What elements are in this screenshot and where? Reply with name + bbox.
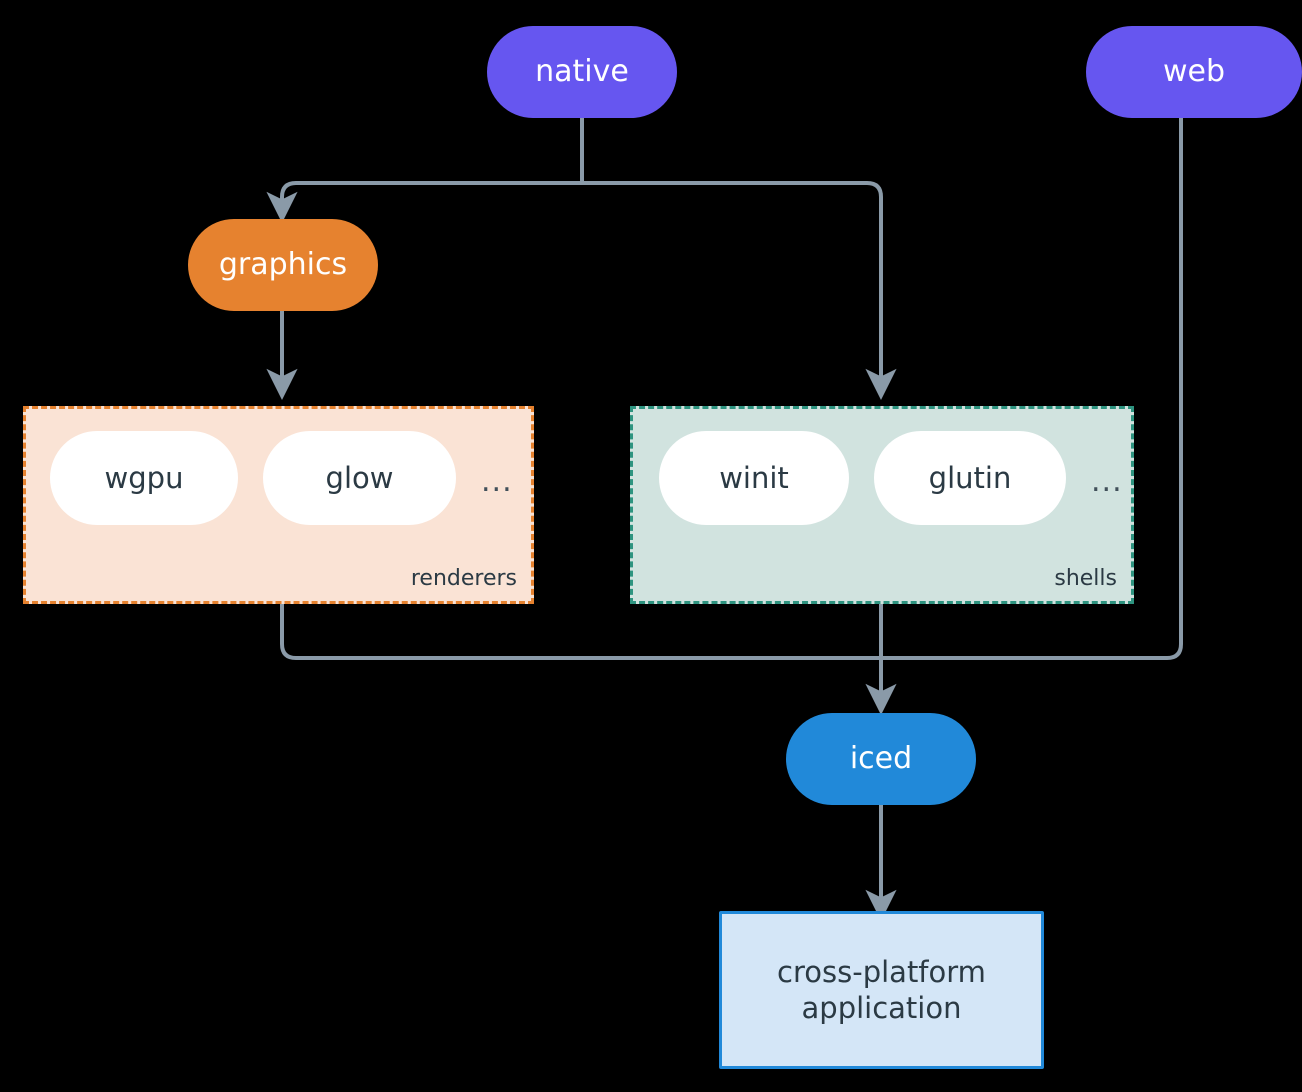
shell-item-winit-label: winit: [719, 461, 789, 495]
renderer-item-glow[interactable]: glow: [263, 431, 456, 525]
edge-native-to-graphics: [266, 181, 582, 224]
node-graphics[interactable]: graphics: [188, 219, 378, 311]
edge-renderers-to-iced: [280, 604, 881, 660]
edge-native-to-shells: [582, 181, 897, 401]
shell-item-glutin[interactable]: glutin: [874, 431, 1066, 525]
node-native[interactable]: native: [487, 26, 677, 118]
group-shells-label: shells: [1054, 566, 1117, 591]
renderer-item-wgpu[interactable]: wgpu: [50, 431, 238, 525]
node-web[interactable]: web: [1086, 26, 1302, 118]
renderers-more-ellipsis: ...: [481, 464, 513, 499]
node-iced-label: iced: [849, 741, 913, 777]
node-native-label: native: [535, 54, 629, 90]
node-web-label: web: [1162, 54, 1226, 90]
application-label-line2: application: [801, 991, 962, 1025]
renderer-item-wgpu-label: wgpu: [104, 461, 184, 495]
shells-more-ellipsis: ...: [1091, 464, 1123, 499]
node-iced[interactable]: iced: [786, 713, 976, 805]
group-shells: winit glutin ... shells: [630, 406, 1134, 604]
node-cross-platform-application[interactable]: cross-platform application: [719, 911, 1044, 1069]
shell-item-glutin-label: glutin: [928, 461, 1012, 495]
group-renderers-label: renderers: [410, 566, 517, 591]
node-graphics-label: graphics: [218, 247, 348, 283]
renderer-item-glow-label: glow: [325, 461, 394, 495]
shell-item-winit[interactable]: winit: [659, 431, 849, 525]
group-renderers: wgpu glow ... renderers: [23, 406, 534, 604]
application-label-line1: cross-platform: [777, 954, 986, 989]
